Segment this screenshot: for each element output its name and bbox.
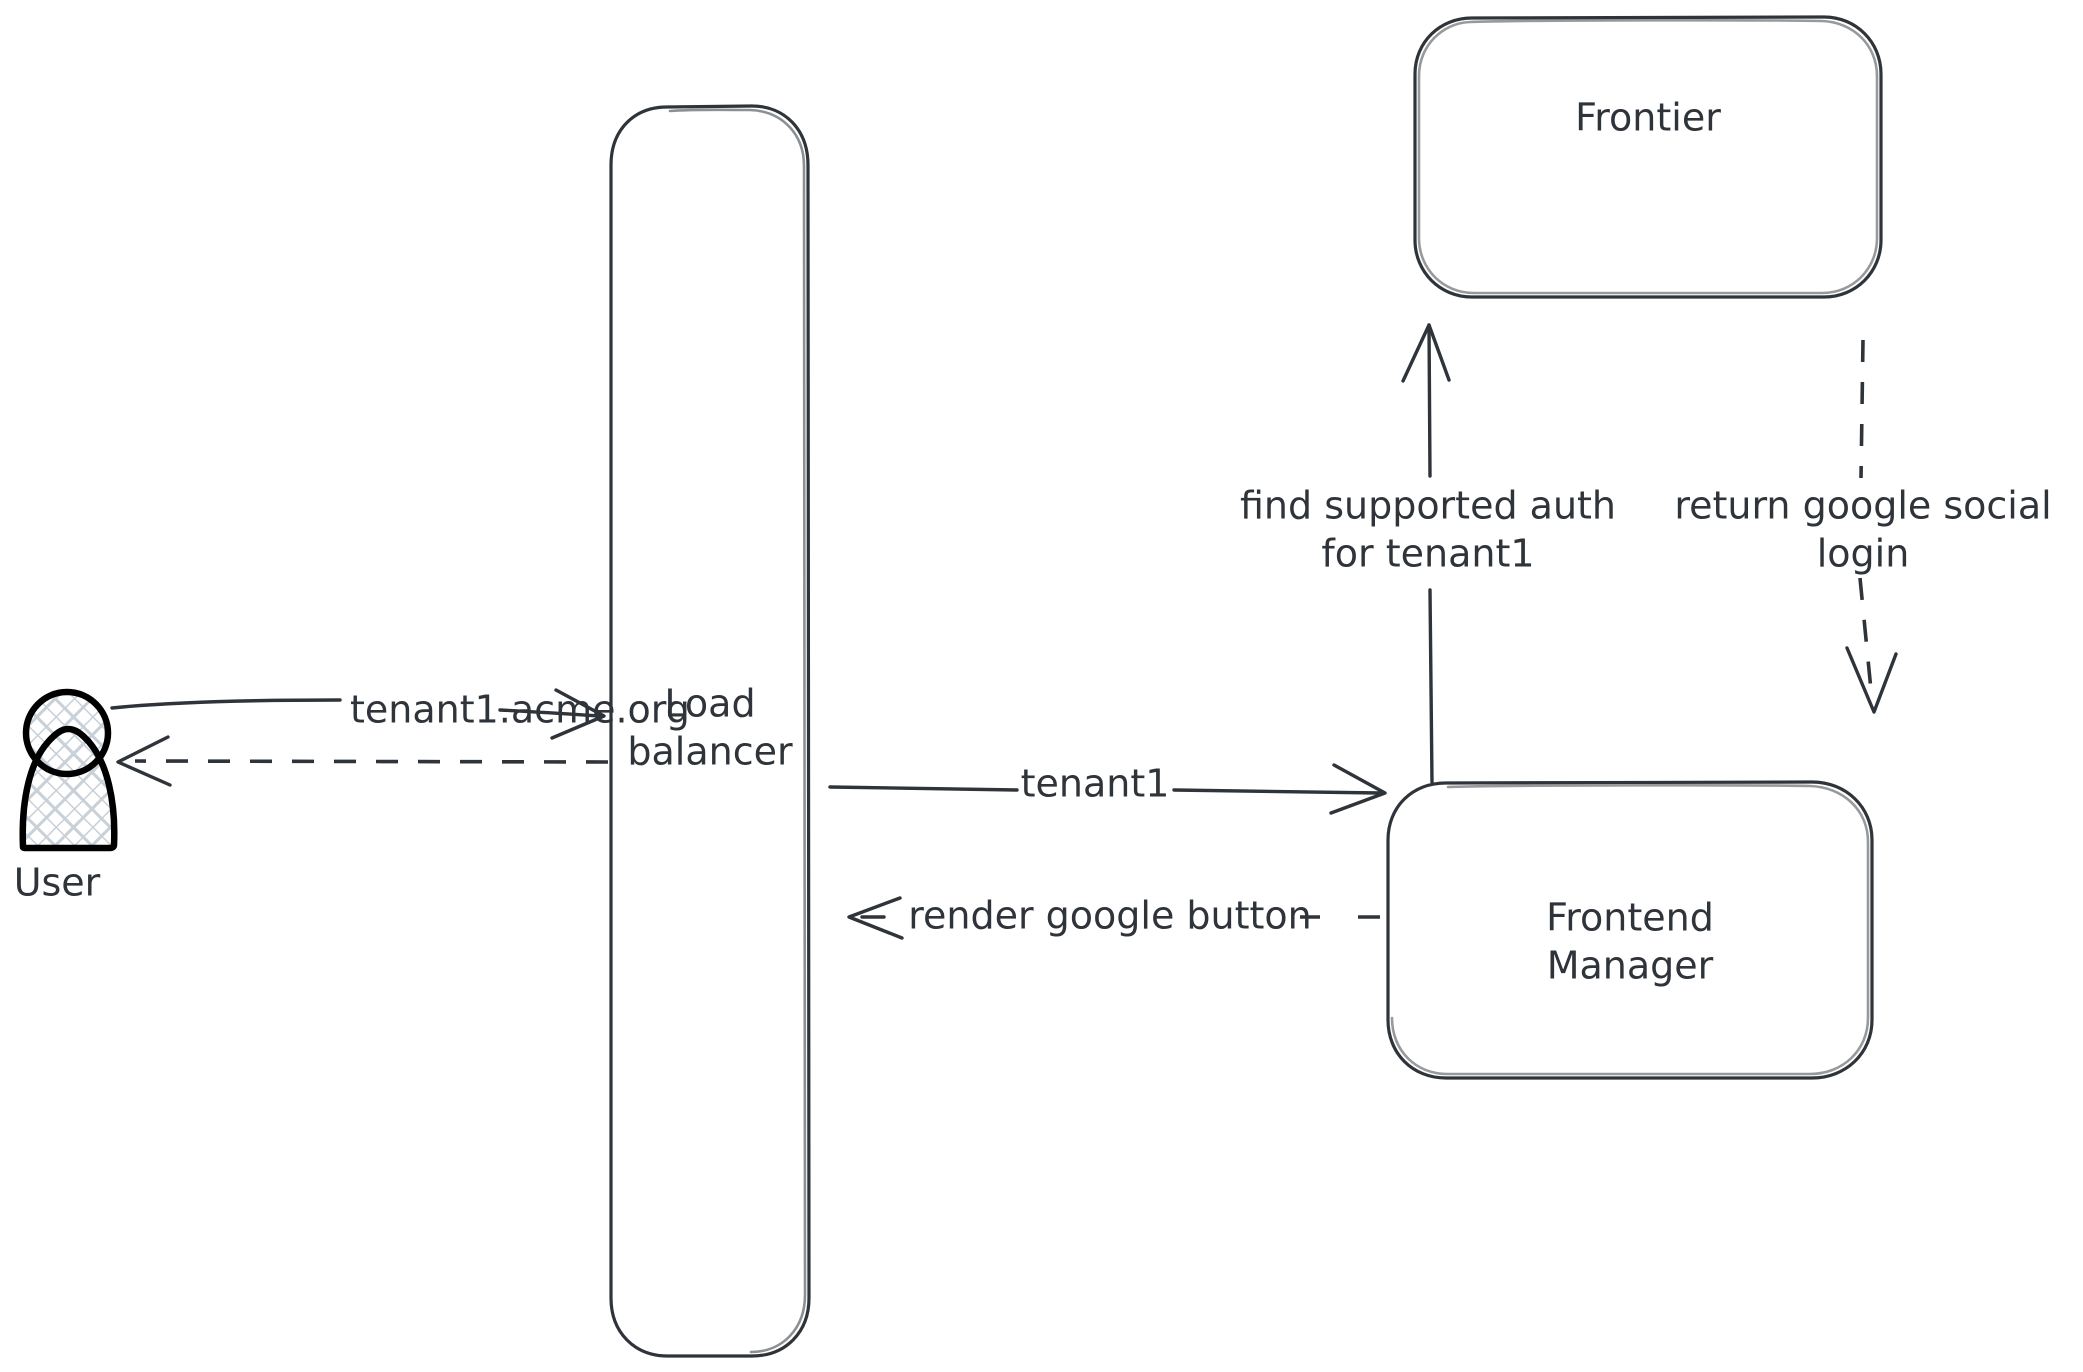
edge-user-to-lb: tenant1.acme.org (110, 688, 690, 740)
frontend-manager-shape-sketch-overlay (1390, 784, 1870, 1076)
frontier-shape-sketch-overlay (1417, 19, 1879, 295)
edge-frontier-to-fm: return google social login (1674, 339, 2052, 714)
frontend-manager-label-line1: Frontend (1546, 896, 1714, 940)
edge-lb-to-user-arrowhead (116, 735, 172, 787)
edge-fm-to-lb: render google button (847, 894, 1380, 940)
edge-lb-to-fm-label: tenant1 (1021, 762, 1170, 806)
user-head-icon (22, 688, 112, 778)
frontend-manager-shape (1386, 780, 1874, 1080)
edge-frontier-to-fm-label-line1: return google social (1674, 484, 2051, 528)
edge-lb-to-user (116, 735, 609, 787)
frontier-shape (1413, 15, 1883, 299)
node-frontend-manager[interactable]: Frontend Manager (1386, 780, 1874, 1080)
edge-user-to-lb-line2 (498, 708, 602, 718)
actor-user: User (14, 688, 118, 905)
edge-lb-to-fm-line-right (1172, 788, 1382, 795)
load-balancer-label-line2: balancer (627, 730, 793, 774)
edge-lb-to-fm-arrowhead (1329, 763, 1387, 815)
edge-fm-to-lb-arrowhead (847, 896, 904, 940)
edge-lb-to-fm-line-left (828, 785, 1019, 792)
node-frontier[interactable]: Frontier (1413, 15, 1883, 299)
load-balancer-shape-sketch-overlay (668, 108, 807, 1354)
edge-fm-to-frontier-line-lower (1428, 588, 1434, 784)
edge-fm-to-frontier-label-line2: for tenant1 (1321, 532, 1534, 576)
edge-user-to-lb-arrowhead (550, 688, 606, 740)
edge-lb-to-fm: tenant1 (828, 762, 1387, 815)
edge-fm-to-frontier: find supported auth for tenant1 (1240, 323, 1616, 784)
edge-frontier-to-fm-line-lower (1858, 577, 1873, 691)
edge-fm-to-lb-label: render google button (908, 894, 1312, 938)
load-balancer-label-line1: Load (664, 682, 755, 726)
edge-fm-to-frontier-arrowhead (1401, 323, 1451, 383)
actor-user-label: User (14, 861, 101, 905)
edge-user-to-lb-line (110, 698, 342, 710)
load-balancer-shape (609, 104, 811, 1358)
edge-fm-to-frontier-line-upper (1427, 323, 1432, 478)
edge-fm-to-frontier-label-line1: find supported auth (1240, 484, 1616, 528)
node-load-balancer[interactable]: Load balancer (609, 104, 811, 1358)
frontier-label: Frontier (1575, 96, 1721, 140)
user-body-icon (19, 725, 118, 852)
edge-user-to-lb-label: tenant1.acme.org (350, 688, 690, 732)
frontend-manager-label-line2: Manager (1547, 944, 1714, 988)
edge-frontier-to-fm-arrowhead (1845, 646, 1898, 714)
edge-frontier-to-fm-label-line2: login (1817, 532, 1910, 576)
edge-lb-to-user-line (134, 759, 609, 764)
edge-frontier-to-fm-line-upper (1859, 339, 1865, 479)
